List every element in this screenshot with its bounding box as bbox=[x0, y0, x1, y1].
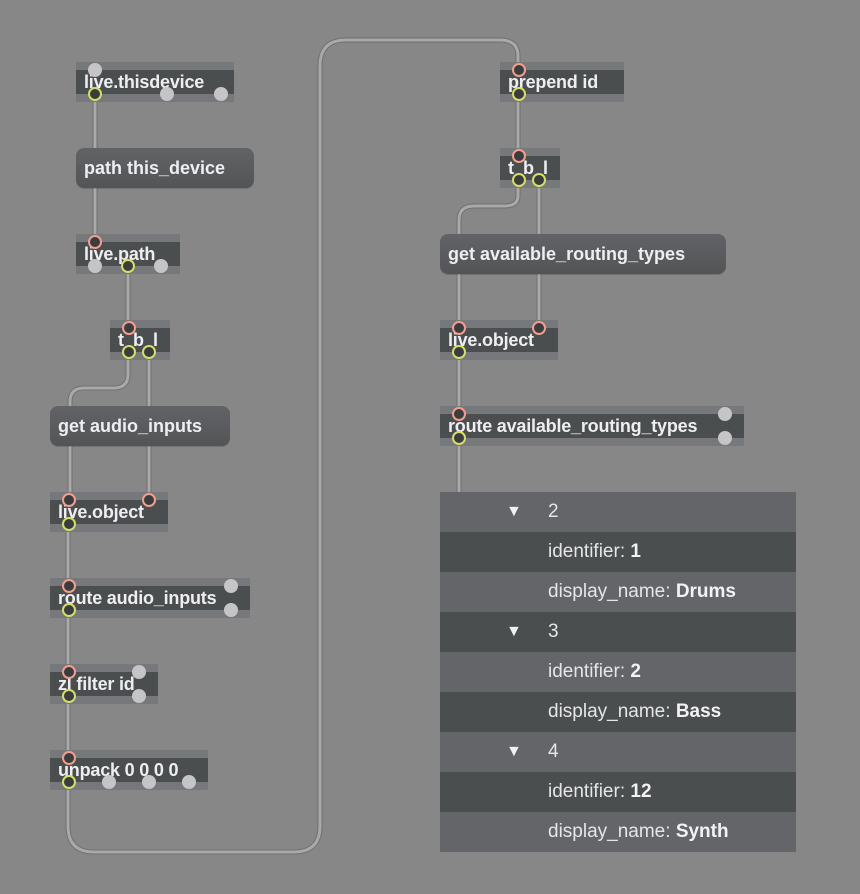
inlet[interactable] bbox=[62, 665, 76, 679]
message-label: path this_device bbox=[84, 158, 226, 178]
dict-entry-index: 2 bbox=[548, 501, 559, 522]
dict-row: identifier: 2 bbox=[440, 652, 796, 692]
dict-key: display_name: bbox=[548, 701, 671, 722]
dict-entry-header[interactable]: ▼ 4 bbox=[440, 732, 796, 772]
inlet[interactable] bbox=[132, 665, 146, 679]
dict-row: display_name: Drums bbox=[440, 572, 796, 612]
inlet[interactable] bbox=[512, 63, 526, 77]
dict-row: identifier: 1 bbox=[440, 532, 796, 572]
outlet[interactable] bbox=[121, 259, 135, 273]
inlet[interactable] bbox=[122, 321, 136, 335]
outlet[interactable] bbox=[452, 431, 466, 445]
inlet[interactable] bbox=[62, 493, 76, 507]
outlet[interactable] bbox=[512, 87, 526, 101]
dict-entry-header[interactable]: ▼ 2 bbox=[440, 492, 796, 532]
inlet[interactable] bbox=[452, 321, 466, 335]
dict-view[interactable]: ▼ 2 identifier: 1 display_name: Drums ▼ … bbox=[440, 492, 796, 852]
dict-value: 12 bbox=[630, 781, 652, 802]
outlet[interactable] bbox=[132, 689, 146, 703]
object-label: live.object bbox=[58, 502, 144, 522]
dict-value: 2 bbox=[630, 661, 641, 682]
outlet[interactable] bbox=[122, 345, 136, 359]
dict-key: identifier: bbox=[548, 781, 626, 802]
inlet[interactable] bbox=[62, 579, 76, 593]
message-path-this-device[interactable]: path this_device bbox=[76, 148, 254, 188]
outlet[interactable] bbox=[224, 603, 238, 617]
dict-key: display_name: bbox=[548, 821, 671, 842]
inlet[interactable] bbox=[224, 579, 238, 593]
dict-key: display_name: bbox=[548, 581, 671, 602]
object-label: live.object bbox=[448, 330, 534, 350]
outlet[interactable] bbox=[182, 775, 196, 789]
inlet[interactable] bbox=[532, 321, 546, 335]
outlet[interactable] bbox=[160, 87, 174, 101]
inlet[interactable] bbox=[452, 407, 466, 421]
object-route-audio-inputs[interactable]: route audio_inputs bbox=[50, 578, 250, 618]
message-get-audio-inputs[interactable]: get audio_inputs bbox=[50, 406, 230, 446]
inlet[interactable] bbox=[142, 493, 156, 507]
expand-triangle-icon[interactable]: ▼ bbox=[506, 623, 522, 640]
dict-row: identifier: 12 bbox=[440, 772, 796, 812]
object-label: unpack 0 0 0 0 bbox=[58, 760, 179, 780]
message-label: get audio_inputs bbox=[58, 416, 202, 436]
dict-value: Drums bbox=[675, 581, 736, 602]
dict-value: 1 bbox=[630, 541, 641, 562]
outlet[interactable] bbox=[62, 603, 76, 617]
object-label: live.thisdevice bbox=[84, 72, 205, 92]
object-trigger-left[interactable]: t b l bbox=[110, 320, 170, 360]
object-zl-filter-id[interactable]: zl filter id bbox=[50, 664, 158, 704]
object-label: prepend id bbox=[508, 72, 599, 92]
outlet[interactable] bbox=[88, 87, 102, 101]
dict-entry-header[interactable]: ▼ 3 bbox=[440, 612, 796, 652]
outlet[interactable] bbox=[452, 345, 466, 359]
object-trigger-right[interactable]: t b l bbox=[500, 148, 560, 188]
outlet[interactable] bbox=[718, 431, 732, 445]
object-live-path[interactable]: live.path bbox=[76, 234, 180, 274]
expand-triangle-icon[interactable]: ▼ bbox=[506, 503, 522, 520]
dict-value: Bass bbox=[675, 701, 722, 722]
inlet[interactable] bbox=[512, 149, 526, 163]
dict-entry-index: 4 bbox=[548, 741, 559, 762]
object-label: live.path bbox=[84, 244, 156, 264]
outlet[interactable] bbox=[532, 173, 546, 187]
object-unpack[interactable]: unpack 0 0 0 0 bbox=[50, 750, 208, 790]
inlet[interactable] bbox=[88, 235, 102, 249]
dict-row: display_name: Synth bbox=[440, 812, 796, 852]
object-label: route available_routing_types bbox=[448, 416, 698, 436]
dict-key: identifier: bbox=[548, 661, 626, 682]
outlet[interactable] bbox=[214, 87, 228, 101]
outlet[interactable] bbox=[142, 345, 156, 359]
dict-key: identifier: bbox=[548, 541, 626, 562]
object-live-thisdevice[interactable]: live.thisdevice bbox=[76, 62, 234, 102]
object-label: route audio_inputs bbox=[58, 588, 217, 608]
inlet[interactable] bbox=[718, 407, 732, 421]
dict-value: Synth bbox=[675, 821, 729, 842]
outlet[interactable] bbox=[88, 259, 102, 273]
object-prepend-id[interactable]: prepend id bbox=[500, 62, 624, 102]
outlet[interactable] bbox=[102, 775, 116, 789]
outlet[interactable] bbox=[142, 775, 156, 789]
message-label: get available_routing_types bbox=[448, 244, 686, 264]
outlet[interactable] bbox=[512, 173, 526, 187]
dict-row: display_name: Bass bbox=[440, 692, 796, 732]
outlet[interactable] bbox=[62, 517, 76, 531]
outlet[interactable] bbox=[62, 689, 76, 703]
object-live-object-right[interactable]: live.object bbox=[440, 320, 558, 360]
object-route-available-routing-types[interactable]: route available_routing_types bbox=[440, 406, 744, 446]
inlet[interactable] bbox=[62, 751, 76, 765]
outlet[interactable] bbox=[154, 259, 168, 273]
object-label: zl filter id bbox=[58, 674, 135, 694]
object-live-object-left[interactable]: live.object bbox=[50, 492, 168, 532]
expand-triangle-icon[interactable]: ▼ bbox=[506, 743, 522, 760]
outlet[interactable] bbox=[62, 775, 76, 789]
inlet[interactable] bbox=[88, 63, 102, 77]
dict-entry-index: 3 bbox=[548, 621, 559, 642]
message-get-available-routing-types[interactable]: get available_routing_types bbox=[440, 234, 726, 274]
